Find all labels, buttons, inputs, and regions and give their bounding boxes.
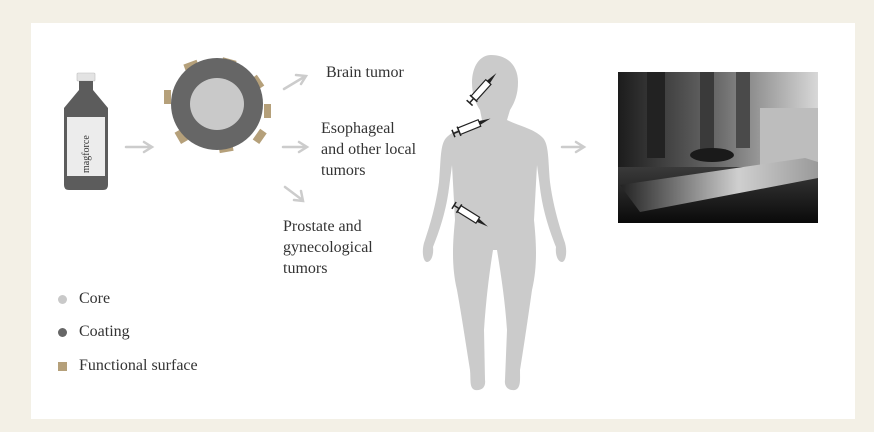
bottle-label-text: magforce bbox=[81, 135, 92, 173]
legend-core-label: Core bbox=[79, 290, 110, 308]
functional-surface-5 bbox=[253, 129, 267, 144]
treatment-photo bbox=[618, 72, 818, 223]
photo-pillar-mid bbox=[700, 72, 714, 152]
arrow-body-to-scan bbox=[562, 142, 584, 152]
target-label-brain: Brain tumor bbox=[326, 62, 404, 83]
core bbox=[190, 78, 244, 130]
bottle-neck bbox=[79, 81, 93, 90]
photo-patient bbox=[690, 148, 734, 162]
legend-coating: Coating bbox=[58, 323, 130, 341]
target-label-prostate: Prostate and gynecological tumors bbox=[283, 216, 373, 279]
functional-surface-4 bbox=[264, 104, 271, 118]
nanoparticle bbox=[164, 57, 271, 153]
legend-core: Core bbox=[58, 290, 110, 308]
arrow-to-prostate bbox=[285, 187, 303, 201]
legend-coating-label: Coating bbox=[79, 323, 130, 341]
photo-pillar-left bbox=[647, 72, 665, 158]
legend-core-swatch bbox=[58, 295, 67, 304]
bottle-cap bbox=[77, 73, 95, 81]
functional-surface-8 bbox=[164, 90, 171, 104]
legend-coating-swatch bbox=[58, 328, 67, 337]
arrow-to-esophageal bbox=[283, 142, 307, 152]
magforce-bottle: magforce bbox=[64, 73, 108, 190]
legend-functional-surface-label: Functional surface bbox=[79, 357, 198, 375]
legend-functional-surface-swatch bbox=[58, 362, 67, 371]
target-label-esophageal: Esophageal and other local tumors bbox=[321, 118, 416, 181]
arrow-to-brain bbox=[284, 75, 306, 89]
body-silhouette bbox=[423, 55, 566, 390]
arrow-bottle-to-particle bbox=[126, 142, 152, 152]
legend-functional-surface: Functional surface bbox=[58, 357, 198, 375]
photo-applicator bbox=[760, 108, 818, 168]
human-body bbox=[423, 55, 566, 390]
photo-pillar-right bbox=[736, 72, 750, 148]
